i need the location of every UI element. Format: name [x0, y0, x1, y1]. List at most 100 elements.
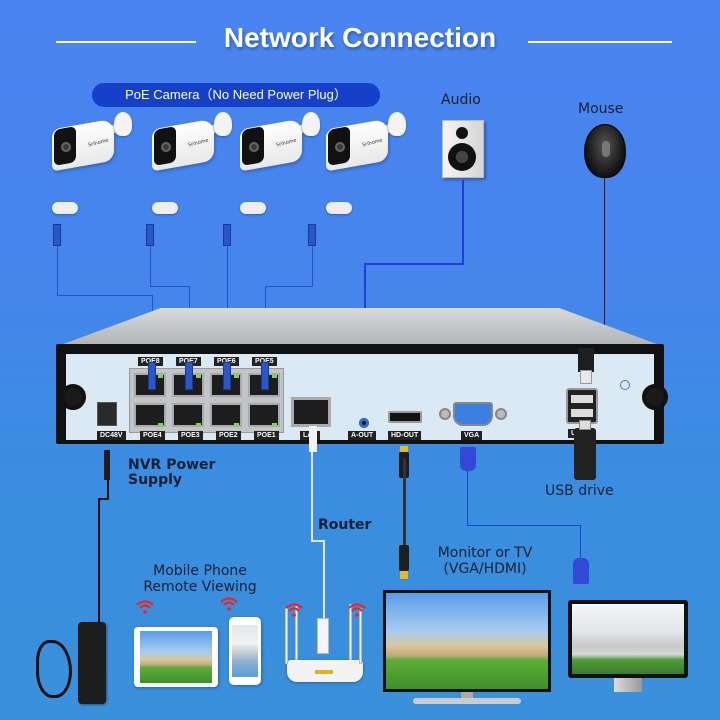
camera-cable — [150, 246, 151, 286]
port-label-dc48v: DC48V — [97, 431, 126, 440]
usb-drive-label: USB drive — [545, 483, 614, 499]
vga-cable — [580, 525, 581, 559]
port-label-poe4: POE4 — [140, 431, 165, 440]
audio-cable — [364, 263, 464, 265]
mouse-usb-plug-icon — [578, 348, 594, 372]
nvr-top-cover — [58, 308, 662, 346]
usb-drive-icon — [574, 420, 596, 480]
camera-cable — [150, 286, 190, 287]
usb-port[interactable] — [566, 388, 598, 424]
rj45-plug-icon — [261, 362, 269, 390]
wifi-icon — [136, 600, 154, 614]
dc-power-jack[interactable] — [97, 402, 117, 426]
power-plug-icon — [104, 450, 110, 480]
audio-cable — [462, 180, 464, 264]
poe-port-4[interactable] — [134, 403, 166, 427]
phone-icon — [229, 617, 261, 685]
router-icon — [285, 604, 363, 682]
mouse-cable — [604, 178, 605, 338]
port-label-vga: VGA — [461, 431, 483, 440]
rj45-plug-icon — [223, 224, 231, 246]
title-line-right — [528, 41, 672, 43]
nvr-power-label-1: NVR Power — [128, 457, 216, 473]
nvr-power-label-2: Supply — [128, 472, 183, 488]
vga-cable — [467, 525, 581, 526]
hdmi-plug-tip — [400, 446, 408, 454]
hdmi-plug-tip — [400, 571, 408, 579]
rj45-plug-icon — [185, 362, 193, 390]
lan-cable — [311, 452, 313, 542]
mouse-label: Mouse — [578, 101, 624, 117]
screw-icon — [60, 384, 86, 410]
power-cable — [98, 498, 100, 622]
camera-connector — [52, 202, 78, 214]
vga-port[interactable] — [439, 402, 509, 428]
vga-cable — [467, 470, 468, 526]
power-cable — [107, 480, 109, 500]
tv-icon — [383, 590, 551, 720]
page-title: Network Connection — [223, 22, 497, 53]
rj45-plug-icon — [146, 224, 154, 246]
mobile-label-2: Remote Viewing — [143, 579, 257, 595]
lan-cable — [311, 540, 325, 542]
monitor-label-1: Monitor or TV — [437, 545, 533, 561]
screw-icon — [642, 384, 668, 410]
lan-cable — [309, 426, 317, 452]
camera-connector — [326, 202, 352, 214]
power-cable — [98, 498, 109, 500]
port-label-poe8: POE8 — [138, 357, 163, 366]
mouse-icon — [584, 124, 626, 178]
vga-plug-icon — [573, 558, 589, 584]
power-adapter-icon — [78, 622, 106, 704]
mobile-label-1: Mobile Phone — [153, 563, 247, 579]
poe-camera-4: Srihome — [326, 112, 406, 242]
rj45-plug-icon — [148, 362, 156, 390]
wifi-icon — [348, 603, 366, 617]
poe-port-block — [129, 368, 284, 433]
wifi-icon — [220, 597, 238, 611]
port-label-poe5: POE5 — [252, 357, 277, 366]
router-label: Router — [318, 517, 372, 533]
monitor-label-2: (VGA/HDMI) — [443, 561, 527, 577]
port-label-hdout: HD-OUT — [388, 431, 422, 440]
port-label-poe7: POE7 — [176, 357, 201, 366]
monitor-icon — [568, 600, 688, 692]
rj45-plug-icon — [223, 362, 231, 390]
camera-cable — [227, 246, 228, 368]
port-label-poe2: POE2 — [216, 431, 241, 440]
camera-connector — [240, 202, 266, 214]
ground-screw-icon — [620, 380, 630, 390]
lan-plug-icon — [317, 618, 329, 654]
rj45-plug-icon — [53, 224, 61, 246]
poe-camera-3: Srihome — [240, 112, 320, 242]
camera-cable — [312, 246, 313, 286]
rj45-plug-icon — [308, 224, 316, 246]
poe-port-1[interactable] — [248, 403, 280, 427]
port-label-aout: A-OUT — [348, 431, 377, 440]
audio-out-port[interactable] — [359, 418, 369, 428]
hdmi-plug-icon — [399, 545, 409, 571]
audio-label: Audio — [441, 92, 481, 108]
lan-port[interactable] — [291, 397, 331, 427]
mouse-usb-tip — [580, 370, 592, 384]
power-cord-icon — [36, 640, 72, 698]
port-label-poe1: POE1 — [254, 431, 279, 440]
poe-camera-1: Srihome — [52, 112, 132, 242]
camera-connector — [152, 202, 178, 214]
camera-lens-icon — [61, 142, 71, 152]
lan-cable — [323, 540, 325, 618]
hdmi-cable — [403, 458, 406, 548]
tablet-icon — [134, 627, 218, 687]
poe-camera-label: PoE Camera（No Need Power Plug） — [92, 83, 380, 107]
camera-cable — [265, 286, 313, 287]
camera-lens-icon — [249, 142, 259, 152]
camera-lens-icon — [335, 142, 345, 152]
camera-lens-icon — [161, 142, 171, 152]
port-label-poe3: POE3 — [178, 431, 203, 440]
camera-cable — [57, 246, 58, 296]
port-label-poe6: POE6 — [214, 357, 239, 366]
wifi-icon — [285, 603, 303, 617]
title-line-left — [56, 41, 196, 43]
hdmi-port[interactable] — [388, 411, 422, 423]
vga-plug-icon — [460, 447, 476, 471]
